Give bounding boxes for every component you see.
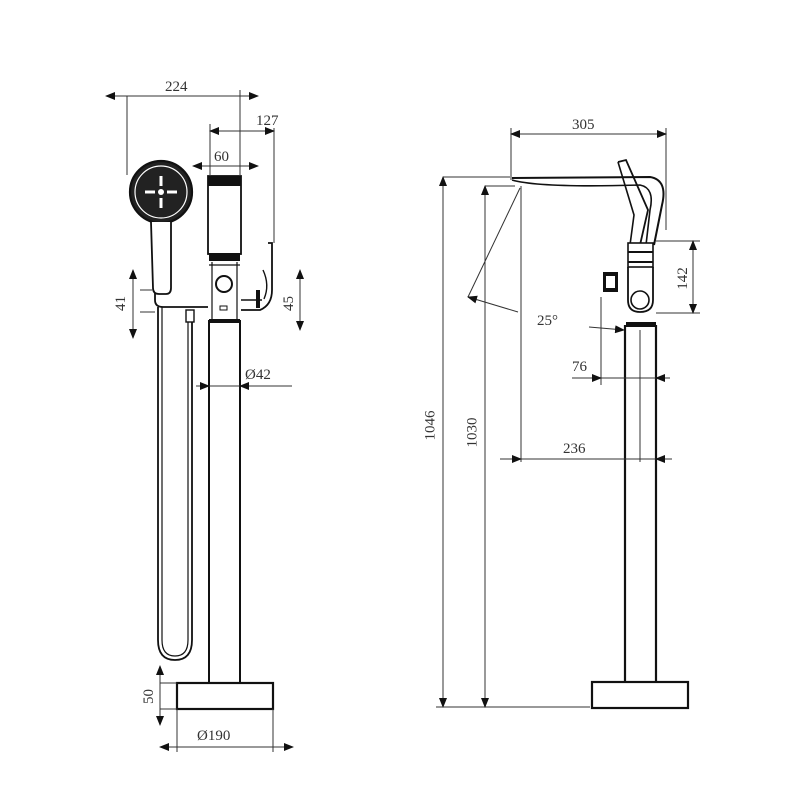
dim-spout-reach-total: 305	[572, 117, 595, 133]
side-view-dimensions	[436, 128, 700, 708]
front-view-dimensions	[105, 90, 304, 752]
dim-base-diameter: Ø190	[197, 728, 231, 744]
dim-spout-angle: 25°	[537, 313, 558, 329]
dim-pipe-offset: 76	[572, 359, 587, 375]
dim-outlet-height: 1030	[464, 417, 481, 448]
control-body	[207, 175, 242, 255]
side-view	[511, 158, 690, 710]
dim-valve-height: 142	[674, 267, 691, 290]
dim-base-height: 50	[141, 689, 157, 704]
side-base-plate	[590, 680, 690, 710]
spout	[511, 175, 665, 246]
dim-handle-height: 45	[281, 296, 297, 311]
dim-overall-width: 224	[165, 79, 188, 95]
dim-pipe-diameter: Ø42	[245, 367, 271, 383]
dim-spout-reach: 236	[563, 441, 586, 457]
dim-body-width: 60	[214, 149, 229, 165]
dim-handle-offset: 127	[256, 113, 279, 129]
shower-hose	[157, 307, 193, 661]
dim-upper-gap: 41	[113, 296, 129, 311]
base-plate	[175, 681, 275, 711]
dim-total-height: 1046	[422, 410, 439, 441]
front-view	[128, 159, 275, 711]
